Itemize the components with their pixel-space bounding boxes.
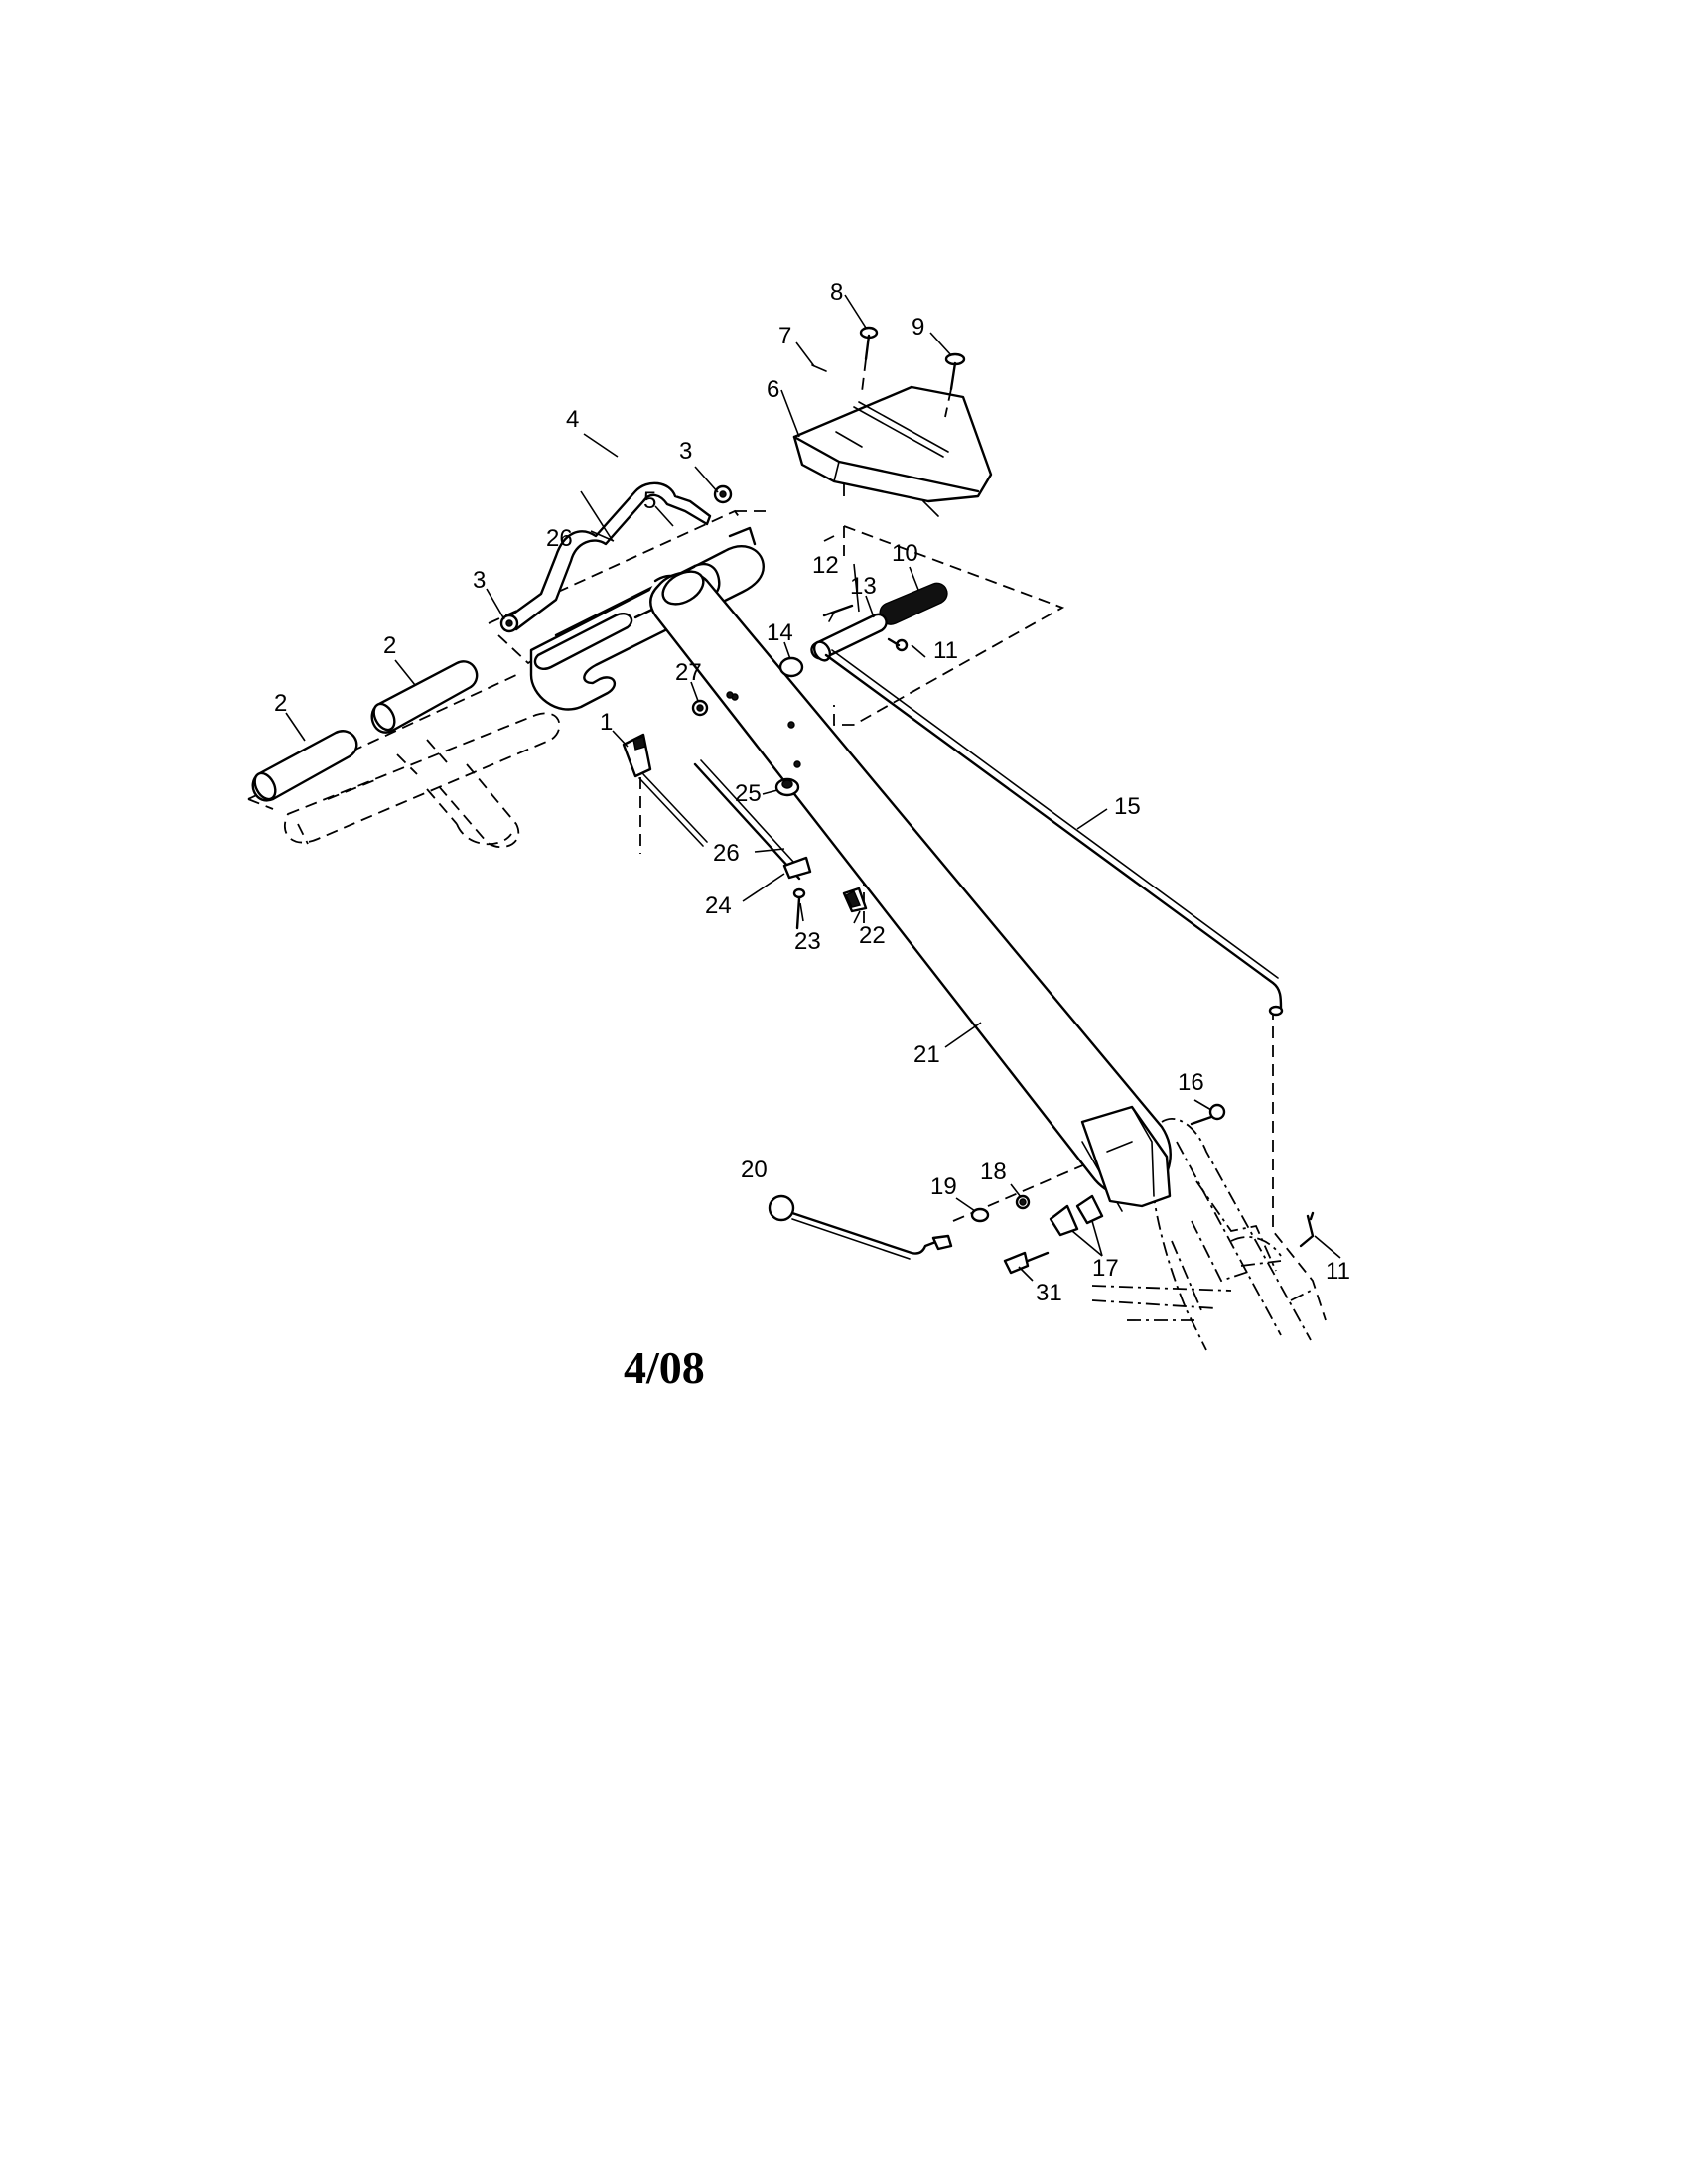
ghost-tiller-frame [1091, 1117, 1312, 1351]
callout-3-right: 3 [679, 438, 692, 465]
callout-20: 20 [741, 1157, 768, 1183]
nut-18 [1015, 1194, 1031, 1210]
washer-19 [970, 1207, 990, 1223]
date-code: 4/08 [624, 1342, 705, 1393]
shift-lever-pivot [778, 604, 909, 678]
callout-11-upper: 11 [933, 637, 958, 664]
handle-tube [649, 570, 1172, 1212]
callout-4: 4 [566, 406, 579, 433]
callout-22: 22 [859, 922, 886, 949]
screw-8 [859, 326, 879, 393]
callout-26-lower: 26 [713, 840, 740, 867]
callout-31: 31 [1036, 1280, 1062, 1306]
handle-grip-left [251, 730, 358, 802]
bolt-31 [1003, 1251, 1050, 1275]
callout-8: 8 [830, 279, 843, 306]
callout-23: 23 [794, 928, 821, 955]
callout-labels: 1 2 2 3 3 4 5 6 7 8 9 10 11 11 12 13 14 … [274, 279, 1350, 1306]
callout-21: 21 [913, 1041, 940, 1068]
callout-14: 14 [767, 619, 793, 646]
washer-right [713, 484, 733, 504]
ghost-lower-frame [283, 712, 561, 849]
bolt-16 [1190, 1103, 1226, 1126]
callout-27: 27 [675, 659, 702, 686]
callout-11-lower: 11 [1326, 1258, 1350, 1285]
screw-23 [792, 887, 806, 930]
callout-12: 12 [812, 552, 839, 579]
shift-rod [824, 649, 1284, 1017]
callout-1: 1 [600, 709, 613, 736]
callout-25: 25 [735, 780, 762, 807]
callout-13: 13 [850, 573, 877, 600]
washer-left [499, 614, 519, 633]
leader-lines [285, 294, 1341, 1282]
nut-27 [691, 691, 734, 717]
callout-24: 24 [705, 892, 732, 919]
callout-10: 10 [892, 540, 918, 567]
callout-19: 19 [930, 1173, 957, 1200]
clip-24 [782, 856, 812, 880]
callout-16: 16 [1178, 1069, 1204, 1096]
callout-15: 15 [1114, 793, 1141, 820]
rod-26-lower [693, 759, 805, 881]
callout-2-left: 2 [274, 690, 287, 717]
shift-grip [879, 582, 948, 625]
callout-26-upper: 26 [546, 525, 573, 552]
callout-2-right: 2 [383, 632, 396, 659]
clip-22 [842, 887, 868, 913]
callout-9: 9 [912, 314, 924, 341]
bracket-1 [622, 733, 708, 847]
pin-11-lower [1299, 1211, 1315, 1248]
callout-17: 17 [1092, 1255, 1119, 1282]
handle-grip-right [370, 660, 479, 734]
wedges-17 [1049, 1194, 1104, 1237]
shift-lever-20 [768, 1194, 953, 1260]
callout-7: 7 [778, 323, 791, 349]
pin-11-upper [887, 637, 901, 647]
callout-18: 18 [980, 1159, 1007, 1185]
nut-25 [774, 777, 800, 797]
callout-5: 5 [643, 487, 656, 514]
callout-3-left: 3 [473, 567, 486, 594]
screw-9 [944, 352, 966, 418]
clip-7 [811, 364, 827, 372]
callout-6: 6 [767, 376, 779, 403]
shroud-cover [792, 385, 993, 517]
